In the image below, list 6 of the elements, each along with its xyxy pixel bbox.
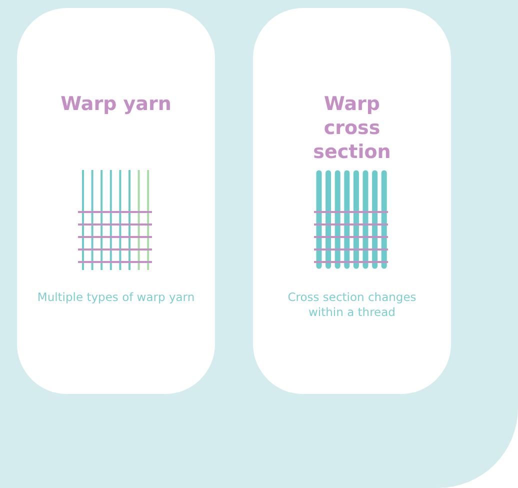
card — [253, 8, 451, 394]
card-caption: Multiple types of warp yarn — [36, 290, 196, 305]
card-caption: Cross section changes within a thread — [286, 290, 418, 320]
card-title: Warp cross section — [312, 92, 392, 164]
card — [17, 8, 215, 394]
card-title: Warp yarn — [60, 92, 172, 116]
